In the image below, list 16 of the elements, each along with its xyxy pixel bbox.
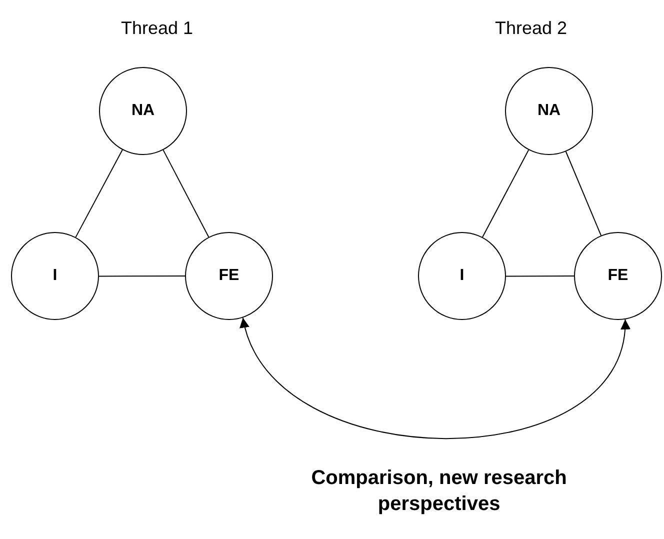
thread-title: Thread 2 <box>495 18 568 39</box>
node-label: I <box>52 267 58 285</box>
node-label: FE <box>608 267 628 285</box>
node-label: FE <box>218 267 240 285</box>
curved-arrow <box>242 317 629 440</box>
node-label: I <box>460 267 464 285</box>
node-label: NA <box>537 102 561 120</box>
connector-line <box>98 276 186 277</box>
connector-line <box>482 149 530 238</box>
thread-title: Thread 1 <box>121 18 194 39</box>
node-label: NA <box>131 102 155 120</box>
edge-label: Comparison, new research perspectives <box>310 466 568 517</box>
connector-line <box>75 149 123 238</box>
connector-line <box>506 276 574 277</box>
connector-line <box>162 150 210 238</box>
connector-line <box>565 151 602 236</box>
